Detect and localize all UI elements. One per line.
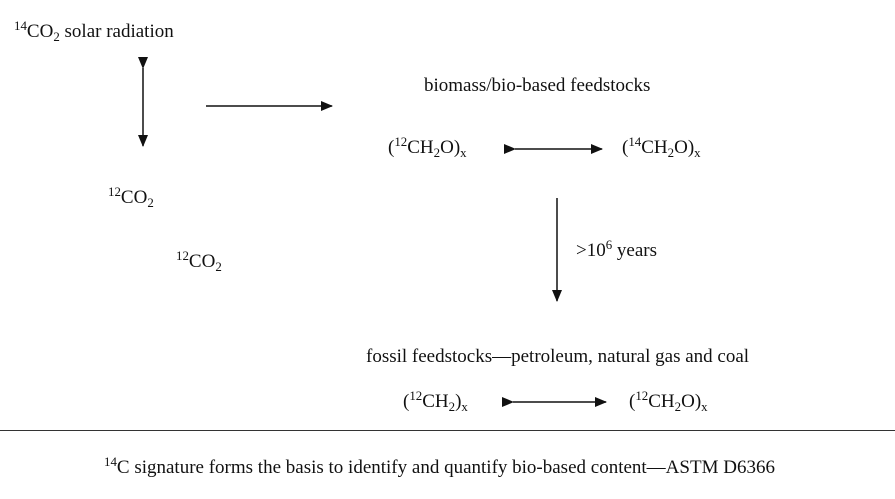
fossil-ch2-formula: (12CH2)x xyxy=(403,387,468,414)
caption-divider xyxy=(0,430,895,431)
fossil-ch2o-formula: (12CH2O)x xyxy=(629,387,708,414)
co2-12-label-b: 12CO2 xyxy=(176,247,222,274)
carbohydrate-12-formula: (12CH2O)x xyxy=(388,133,467,160)
fossil-title: fossil feedstocks—petroleum, natural gas… xyxy=(366,346,750,367)
biomass-title: biomass/bio-based feedstocks xyxy=(424,75,651,96)
solar-radiation-label: 14CO2 solar radiation xyxy=(14,17,174,44)
co2-12-label-a: 12CO2 xyxy=(108,183,154,210)
carbohydrate-14-formula: (14CH2O)x xyxy=(622,133,701,160)
caption: 14C signature forms the basis to identif… xyxy=(104,453,775,478)
time-label: >106 years xyxy=(576,236,658,261)
